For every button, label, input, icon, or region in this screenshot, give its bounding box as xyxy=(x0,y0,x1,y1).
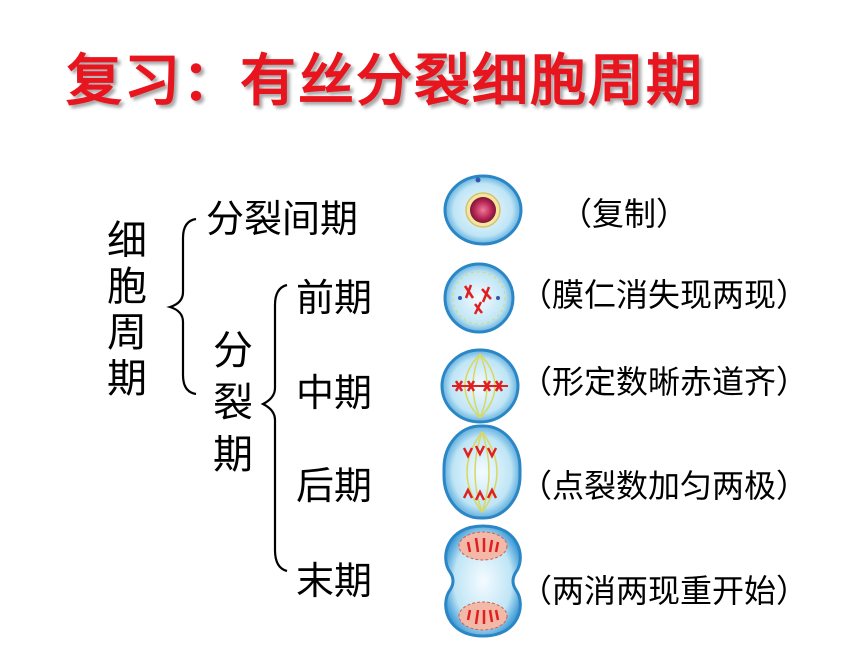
inner-brace xyxy=(260,283,288,573)
prophase-cell xyxy=(443,262,515,334)
metaphase-note: （形定数晰赤道齐） xyxy=(520,363,809,401)
anaphase-note: （点裂数加匀两极） xyxy=(520,467,809,505)
metaphase-label: 中期 xyxy=(296,371,373,415)
cell-illustrations xyxy=(440,174,523,638)
interphase-label: 分裂间期 xyxy=(206,197,359,241)
metaphase-cell xyxy=(440,348,520,424)
telophase-label: 末期 xyxy=(296,559,373,603)
telophase-cell xyxy=(444,524,522,638)
mitosis-label: 分 裂 期 xyxy=(213,328,253,478)
anaphase-label: 后期 xyxy=(296,464,373,508)
anaphase-cell xyxy=(442,424,522,520)
interphase-note: （复制） xyxy=(560,195,689,233)
interphase-cell xyxy=(443,174,523,246)
outer-brace xyxy=(166,217,197,396)
prophase-label: 前期 xyxy=(296,276,373,320)
page-title: 复习：有丝分裂细胞周期 xyxy=(66,49,704,114)
telophase-note: （两消两现重开始） xyxy=(520,572,809,610)
prophase-note: （膜仁消失现两现） xyxy=(520,276,809,314)
cell-cycle-label: 细 胞 周 期 xyxy=(107,218,147,402)
